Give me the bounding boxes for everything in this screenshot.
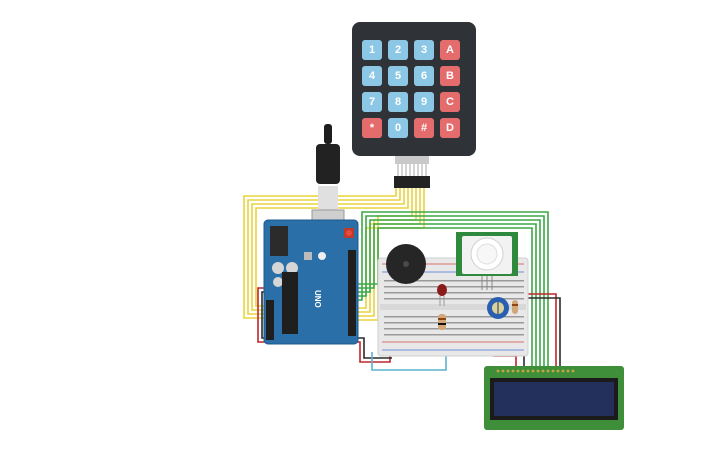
keypad-key[interactable]: 3: [414, 40, 434, 60]
keypad-key[interactable]: 6: [414, 66, 434, 86]
keypad-key[interactable]: 1: [362, 40, 382, 60]
piezo-buzzer[interactable]: [386, 244, 426, 284]
resistor[interactable]: [438, 314, 446, 330]
keypad-key[interactable]: 4: [362, 66, 382, 86]
keypad-key[interactable]: 5: [388, 66, 408, 86]
keypad-key[interactable]: C: [440, 92, 460, 112]
potentiometer[interactable]: [487, 297, 509, 319]
keypad-key[interactable]: 0: [388, 118, 408, 138]
keypad-key[interactable]: 8: [388, 92, 408, 112]
keypad-key[interactable]: B: [440, 66, 460, 86]
keypad-key[interactable]: 2: [388, 40, 408, 60]
keypad-key[interactable]: #: [414, 118, 434, 138]
red-led[interactable]: [437, 284, 447, 306]
resistor-2[interactable]: [512, 300, 518, 314]
keypad-key[interactable]: A: [440, 40, 460, 60]
lcd-data-wires[interactable]: [356, 211, 549, 366]
arduino-board[interactable]: [263, 219, 359, 345]
arduino-uno-label: UNO: [313, 290, 322, 308]
keypad-wires-left[interactable]: [243, 188, 409, 319]
keypad-key[interactable]: 9: [414, 92, 434, 112]
keypad-ribbon: [395, 156, 429, 164]
keypad-key[interactable]: D: [440, 118, 460, 138]
lcd-display[interactable]: [484, 366, 624, 430]
keypad-connector: [394, 164, 430, 188]
pir-sensor[interactable]: [456, 232, 518, 290]
usb-cable[interactable]: [311, 124, 345, 237]
keypad-key[interactable]: *: [362, 118, 382, 138]
keypad-key[interactable]: 7: [362, 92, 382, 112]
